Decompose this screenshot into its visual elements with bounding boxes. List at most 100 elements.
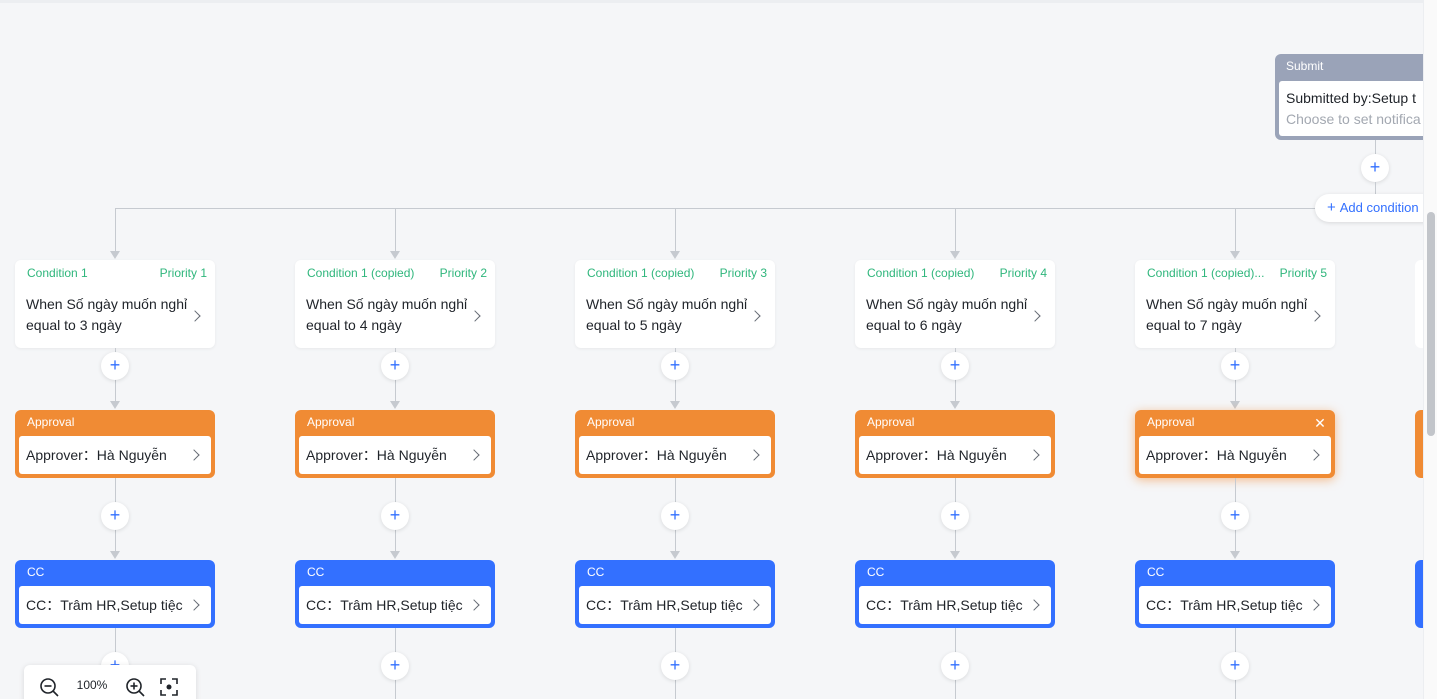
add-node-button[interactable]: + (661, 652, 689, 680)
add-node-button[interactable]: + (101, 352, 129, 380)
zoom-in-icon[interactable] (124, 676, 146, 698)
arrow-down-icon (390, 551, 400, 559)
add-node-button[interactable]: + (381, 352, 409, 380)
submit-node[interactable]: Submit Submitted by:Setup t Choose to se… (1275, 54, 1435, 140)
cc-card-title: CC (307, 565, 325, 579)
plus-icon: + (1327, 199, 1336, 216)
approval-card-partial[interactable] (1415, 410, 1423, 478)
approval-card[interactable]: Approval Approver：Hà Nguyễn (575, 410, 775, 478)
cc-card-body: CC：Trâm HR,Setup tiệc (579, 586, 771, 624)
add-node-button[interactable]: + (101, 502, 129, 530)
cc-card-body: CC：Trâm HR,Setup tiệc (1139, 586, 1331, 624)
add-condition-label: Add condition (1339, 200, 1419, 215)
connector-line (955, 208, 956, 252)
condition-card[interactable]: Condition 1 (copied) Priority 2 When Số … (295, 260, 495, 348)
arrow-down-icon (670, 401, 680, 409)
condition-text: When Số ngày muốn nghỉ equal to 7 ngày (1146, 296, 1308, 333)
cc-card[interactable]: CC CC：Trâm HR,Setup tiệc (295, 560, 495, 628)
add-node-button[interactable]: + (1221, 652, 1249, 680)
submit-node-notification-hint: Choose to set notifica (1286, 111, 1421, 127)
cc-card-title: CC (1147, 565, 1165, 579)
condition-card[interactable]: Condition 1 (copied)... Priority 5 When … (1135, 260, 1335, 348)
chevron-right-icon (189, 310, 201, 322)
add-node-button[interactable]: + (941, 652, 969, 680)
chevron-right-icon (748, 599, 760, 611)
arrow-down-icon (1230, 551, 1240, 559)
chevron-right-icon (1028, 449, 1040, 461)
arrow-down-icon (950, 401, 960, 409)
add-node-button[interactable]: + (661, 502, 689, 530)
connector-line (1235, 208, 1236, 252)
add-node-button[interactable]: + (381, 652, 409, 680)
cc-card[interactable]: CC CC：Trâm HR,Setup tiệc (1135, 560, 1335, 628)
condition-card-partial[interactable] (1415, 260, 1423, 348)
approval-card-body: Approver：Hà Nguyễn (859, 436, 1051, 474)
condition-card-header: Condition 1 (copied) Priority 4 (855, 260, 1055, 286)
chevron-right-icon (188, 449, 200, 461)
chevron-right-icon (749, 310, 761, 322)
connector-line (675, 208, 676, 252)
condition-card[interactable]: Condition 1 Priority 1 When Số ngày muốn… (15, 260, 215, 348)
arrow-down-icon (950, 251, 960, 259)
approval-card[interactable]: Approval Approver：Hà Nguyễn (15, 410, 215, 478)
approval-card[interactable]: Approval ✕ Approver：Hà Nguyễn (1135, 410, 1335, 478)
arrow-down-icon (1230, 251, 1240, 259)
approval-card[interactable]: Approval Approver：Hà Nguyễn (295, 410, 495, 478)
condition-priority: Priority 3 (719, 266, 767, 280)
add-node-button[interactable]: + (1221, 502, 1249, 530)
arrow-down-icon (110, 401, 120, 409)
cc-card[interactable]: CC CC：Trâm HR,Setup tiệc (15, 560, 215, 628)
submit-node-title: Submit (1286, 59, 1324, 73)
cc-card-partial[interactable] (1415, 560, 1423, 628)
chevron-right-icon (1308, 599, 1320, 611)
condition-text: When Số ngày muốn nghỉ equal to 4 ngày (306, 296, 468, 333)
approval-card-title: Approval (1147, 415, 1195, 429)
add-node-button[interactable]: + (1221, 352, 1249, 380)
condition-priority: Priority 5 (1279, 266, 1327, 280)
approval-card-title: Approval (307, 415, 355, 429)
add-condition-button[interactable]: +Add condition (1315, 194, 1435, 222)
zoom-out-icon[interactable] (38, 676, 60, 698)
approval-card[interactable]: Approval Approver：Hà Nguyễn (855, 410, 1055, 478)
condition-name: Condition 1 (27, 266, 88, 280)
chevron-right-icon (468, 449, 480, 461)
condition-priority: Priority 1 (159, 266, 207, 280)
condition-text: When Số ngày muốn nghỉ equal to 5 ngày (586, 296, 748, 333)
cc-text: CC：Trâm HR,Setup tiệc (26, 597, 183, 613)
cc-card-title: CC (27, 565, 45, 579)
arrow-down-icon (390, 251, 400, 259)
approver-text: Approver：Hà Nguyễn (586, 447, 727, 463)
zoom-level: 100% (76, 678, 108, 692)
condition-name: Condition 1 (copied) (307, 266, 415, 280)
connector-line (395, 208, 396, 252)
condition-name: Condition 1 (copied)... (1147, 266, 1265, 280)
add-node-button[interactable]: + (381, 502, 409, 530)
add-node-button[interactable]: + (1361, 154, 1389, 182)
condition-priority: Priority 4 (999, 266, 1047, 280)
submit-node-submitter: Submitted by:Setup t (1286, 90, 1416, 106)
cc-text: CC：Trâm HR,Setup tiệc (866, 597, 1023, 613)
condition-card[interactable]: Condition 1 (copied) Priority 3 When Số … (575, 260, 775, 348)
fit-screen-icon[interactable] (158, 676, 180, 698)
vertical-scrollbar-thumb[interactable] (1427, 212, 1435, 436)
approval-card-title: Approval (27, 415, 75, 429)
add-node-button[interactable]: + (661, 352, 689, 380)
close-icon[interactable]: ✕ (1314, 415, 1326, 431)
cc-card[interactable]: CC CC：Trâm HR,Setup tiệc (575, 560, 775, 628)
approval-card-body: Approver：Hà Nguyễn (19, 436, 211, 474)
approval-card-body: Approver：Hà Nguyễn (299, 436, 491, 474)
cc-text: CC：Trâm HR,Setup tiệc (1146, 597, 1303, 613)
connector-line (115, 208, 116, 252)
chevron-right-icon (748, 449, 760, 461)
add-node-button[interactable]: + (941, 352, 969, 380)
cc-card-title: CC (867, 565, 885, 579)
cc-card-body: CC：Trâm HR,Setup tiệc (19, 586, 211, 624)
zoom-toolbar: 100% (24, 665, 196, 699)
connector-line (1375, 140, 1376, 154)
cc-card[interactable]: CC CC：Trâm HR,Setup tiệc (855, 560, 1055, 628)
cc-card-title: CC (587, 565, 605, 579)
condition-card[interactable]: Condition 1 (copied) Priority 4 When Số … (855, 260, 1055, 348)
condition-card-header: Condition 1 (copied) Priority 3 (575, 260, 775, 286)
add-node-button[interactable]: + (941, 502, 969, 530)
